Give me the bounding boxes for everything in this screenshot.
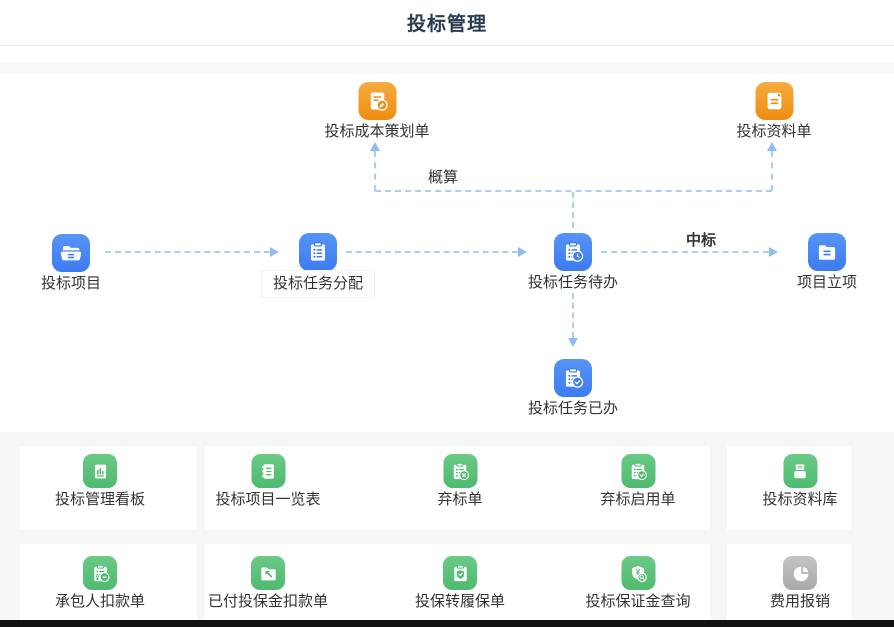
clipboard-list-icon [298, 233, 337, 271]
shortcut-bid-deposit-query[interactable]: ¥ 投标保证金查询 [585, 556, 691, 612]
bar-chart-icon [82, 454, 117, 488]
shortcut-label: 弃标单 [437, 491, 483, 508]
node-bid-cost-plan[interactable]: 投标成本策划单 [324, 82, 430, 142]
clipboard-check-icon [553, 359, 592, 397]
folder-lines-icon [807, 233, 846, 271]
page-header: 投标管理 [0, 0, 894, 46]
clipboard-check-icon [620, 454, 655, 488]
arrow-head-up [370, 142, 380, 151]
shortcut-label: 承包人扣款单 [54, 593, 146, 610]
shortcut-label: 投标项目一览表 [215, 491, 321, 508]
node-label: 投标任务分配 [261, 271, 375, 297]
node-project-setup[interactable]: 项目立项 [797, 233, 857, 293]
arrow-head-right [769, 247, 778, 257]
edge-label-win: 中标 [685, 232, 717, 249]
shield-yen-search-icon: ¥ [620, 556, 655, 590]
shortcut-label: 弃标启用单 [600, 491, 676, 508]
clipboard-yen-minus-icon: ¥ [82, 556, 117, 590]
notebook-list-icon [250, 454, 285, 488]
node-bid-project[interactable]: 投标项目 [41, 234, 101, 294]
dashed-line [374, 151, 376, 191]
shortcut-bid-info-library[interactable]: 投标资料库 [762, 454, 838, 510]
clipboard-clock-icon [553, 233, 592, 271]
arrow-head-down [568, 338, 578, 347]
dashed-line [572, 192, 574, 228]
dashed-line [572, 293, 574, 338]
shortcut-paid-insurance-deduction[interactable]: 已付投保金扣款单 [208, 556, 328, 612]
dashed-line [346, 251, 518, 253]
header-stripe [0, 62, 894, 74]
shortcut-expense-reimbursement[interactable]: 费用报销 [770, 556, 830, 612]
node-bid-task-done[interactable]: 投标任务已办 [528, 359, 618, 419]
pie-chart-icon [782, 556, 817, 590]
archive-box-icon [782, 454, 817, 488]
folder-open-icon [51, 234, 90, 272]
shortcut-label: 投标保证金查询 [585, 593, 691, 610]
shortcut-label: 投标资料库 [762, 491, 838, 508]
shortcut-label: 费用报销 [769, 593, 831, 610]
document-lines-icon [754, 82, 793, 120]
node-label: 投标任务待办 [527, 274, 619, 291]
node-label: 投标成本策划单 [324, 123, 430, 140]
dashed-line [771, 151, 773, 191]
node-label: 投标任务已办 [527, 400, 619, 417]
node-bid-task-assign[interactable]: 投标任务分配 [261, 233, 375, 297]
node-bid-task-todo[interactable]: 投标任务待办 [528, 233, 618, 293]
svg-text:¥: ¥ [95, 574, 99, 581]
dashed-line [601, 251, 769, 253]
arrow-head-up [767, 142, 777, 151]
shortcut-label: 投标管理看板 [54, 491, 146, 508]
clipboard-x-icon [442, 454, 477, 488]
clipboard-shield-icon [442, 556, 477, 590]
shortcut-contractor-deduction[interactable]: ¥ 承包人扣款单 [55, 556, 145, 612]
dashed-line [375, 190, 772, 192]
node-label: 投标资料单 [736, 123, 812, 140]
shortcut-label: 已付投保金扣款单 [207, 593, 329, 610]
node-bid-info-sheet[interactable]: 投标资料单 [736, 82, 812, 142]
arrow-head-right [270, 247, 279, 257]
shortcut-insurance-guarantee[interactable]: 投保转履保单 [415, 556, 505, 612]
shortcut-bid-dashboard[interactable]: 投标管理看板 [55, 454, 145, 510]
shortcut-abandon-bid-activate[interactable]: 弃标启用单 [600, 454, 676, 510]
edge-label-estimate: 概算 [427, 169, 459, 186]
bottom-bar [0, 620, 894, 627]
page-title: 投标管理 [406, 14, 487, 35]
arrow-head-right [518, 247, 527, 257]
folder-return-arrow-icon [250, 556, 285, 590]
document-pencil-icon [357, 82, 396, 120]
dashed-line [105, 251, 270, 253]
node-label: 投标项目 [40, 275, 102, 292]
shortcut-label: 投保转履保单 [414, 593, 506, 610]
shortcut-abandon-bid[interactable]: 弃标单 [437, 454, 483, 510]
node-label: 项目立项 [796, 274, 858, 291]
svg-text:¥: ¥ [636, 568, 641, 577]
shortcut-bid-project-list[interactable]: 投标项目一览表 [215, 454, 321, 510]
